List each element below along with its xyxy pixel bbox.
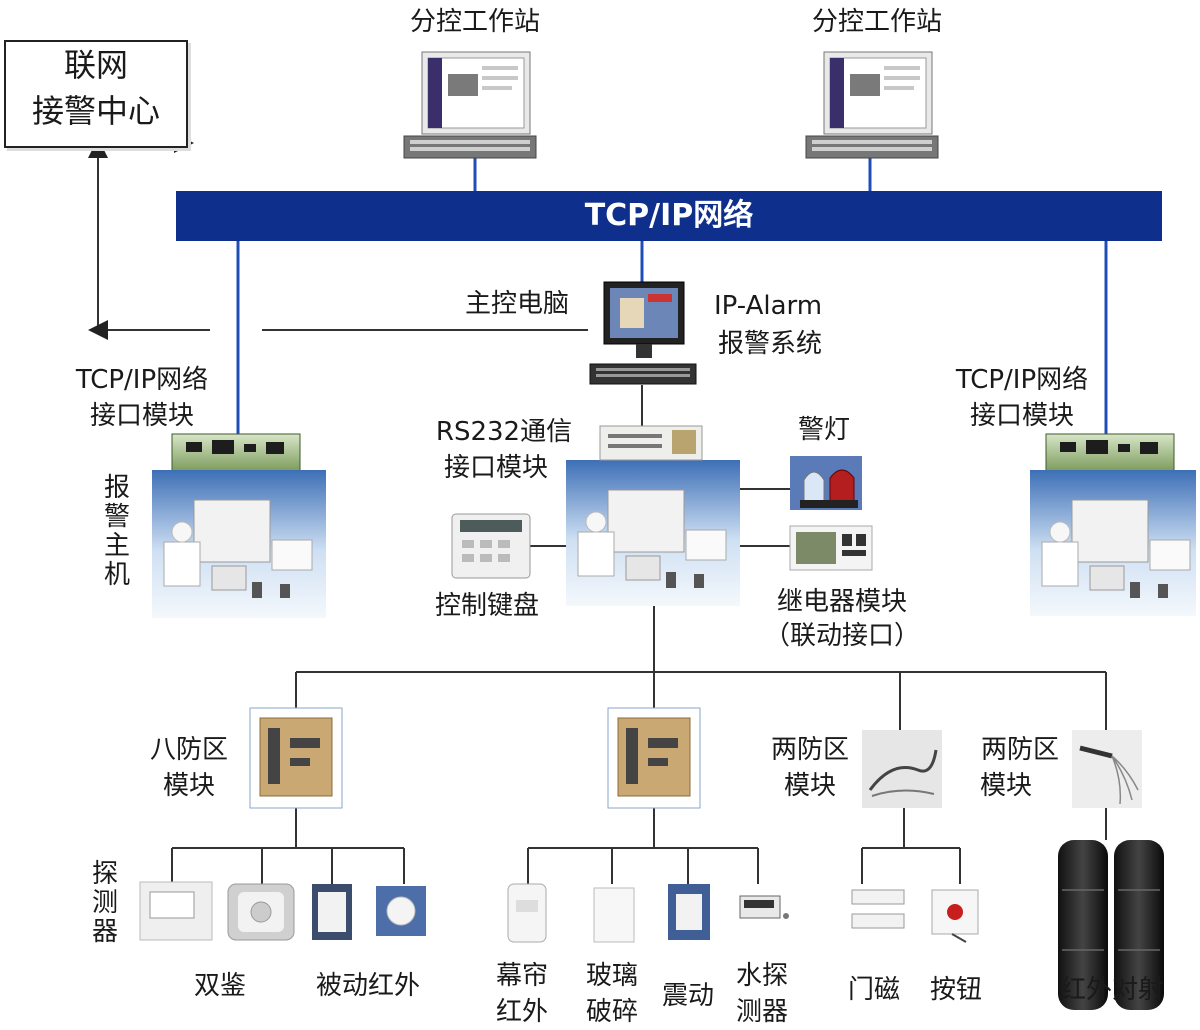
- pir-label: 被动红外: [315, 971, 420, 1001]
- detector-door-contact: [851, 889, 905, 929]
- rs232-label-line2: 接口模块: [443, 453, 548, 483]
- two-zone-a-label-line1: 两防区: [770, 735, 849, 765]
- eight-zone-label-line1: 八防区: [149, 735, 228, 765]
- network-links: [236, 158, 1108, 436]
- two-zone-a-label-line2: 模块: [783, 771, 836, 801]
- tcp-module-left-line2: 接口模块: [89, 401, 194, 431]
- detector-ir-beam: [1058, 840, 1164, 1010]
- eight-zone-label-line2: 模块: [162, 771, 215, 801]
- alarm-system-label: 报警系统: [718, 329, 823, 359]
- workstation-label-1: 分控工作站: [409, 7, 540, 37]
- curtain-label-line2: 红外: [495, 997, 548, 1027]
- button-label: 按钮: [929, 975, 982, 1005]
- alarm-center-line1: 联网: [63, 46, 128, 84]
- detector-pir: [227, 883, 295, 941]
- two-zone-b-label-line1: 两防区: [980, 735, 1059, 765]
- water-label-line1: 水探: [735, 961, 788, 991]
- tcp-board-right: [1045, 433, 1175, 473]
- main-pc-label: 主控电脑: [464, 289, 569, 319]
- eight-zone-module-icon: [249, 707, 343, 809]
- two-zone-module-icon-a: [862, 730, 942, 808]
- detector-button: [931, 889, 979, 943]
- two-zone-b-label-line2: 模块: [979, 771, 1032, 801]
- detector-glass-break: [593, 887, 635, 943]
- detector-group-label: 探测器: [91, 859, 118, 947]
- dual-tech-label: 双鉴: [193, 971, 246, 1001]
- tcp-module-right-line2: 接口模块: [969, 401, 1074, 431]
- curtain-label-line1: 幕帘: [495, 961, 548, 991]
- detector-dual-tech: [139, 881, 213, 941]
- alarm-host-left: [152, 470, 326, 618]
- workstation-2: [805, 51, 939, 159]
- water-label-line2: 测器: [735, 997, 788, 1027]
- eight-zone-module-icon-2: [607, 707, 701, 809]
- tcp-module-right-line1: TCP/IP网络: [955, 365, 1089, 395]
- rs232-board-icon: [599, 425, 703, 461]
- rs232-label-line1: RS232通信: [435, 417, 573, 447]
- two-zone-module-icon-b: [1072, 730, 1142, 808]
- keypad-icon: [451, 513, 531, 579]
- detector-vibration: [668, 884, 710, 940]
- vibration-label: 震动: [661, 981, 714, 1011]
- tcp-board-left: [171, 433, 301, 473]
- relay-board-icon: [789, 525, 873, 571]
- ir-beam-label: 红外对射: [1059, 975, 1164, 1005]
- door-contact-label: 门磁: [847, 975, 900, 1005]
- detector-curtain: [507, 883, 547, 943]
- warning-light-icon: [790, 456, 862, 510]
- keypad-label: 控制键盘: [434, 591, 539, 621]
- warning-light-label: 警灯: [797, 415, 850, 445]
- alarm-center-line2: 接警中心: [31, 92, 160, 130]
- alarm-host-right: [1030, 470, 1196, 616]
- glass-break-label-line1: 玻璃: [585, 961, 638, 991]
- relay-label-line2: （联动接口）: [763, 621, 920, 651]
- glass-break-label-line2: 破碎: [585, 997, 638, 1027]
- tcp-module-left-line1: TCP/IP网络: [75, 365, 209, 395]
- detector-water: [739, 895, 789, 919]
- workstation-label-2: 分控工作站: [811, 7, 942, 37]
- workstation-1: [403, 51, 537, 159]
- alarm-host-center: [566, 460, 740, 606]
- ip-alarm-label: IP-Alarm: [714, 291, 823, 321]
- alarm-center-box: 联网 接警中心: [4, 40, 188, 148]
- relay-label-line1: 继电器模块: [776, 587, 907, 617]
- detector-ceiling: [376, 886, 426, 936]
- alarm-host-label: 报警主机: [103, 473, 130, 590]
- detector-pir-2: [312, 884, 352, 940]
- tcp-ip-network-band: TCP/IP网络: [176, 191, 1162, 241]
- main-pc-icon: [589, 281, 697, 385]
- connection-lines: [88, 133, 1107, 884]
